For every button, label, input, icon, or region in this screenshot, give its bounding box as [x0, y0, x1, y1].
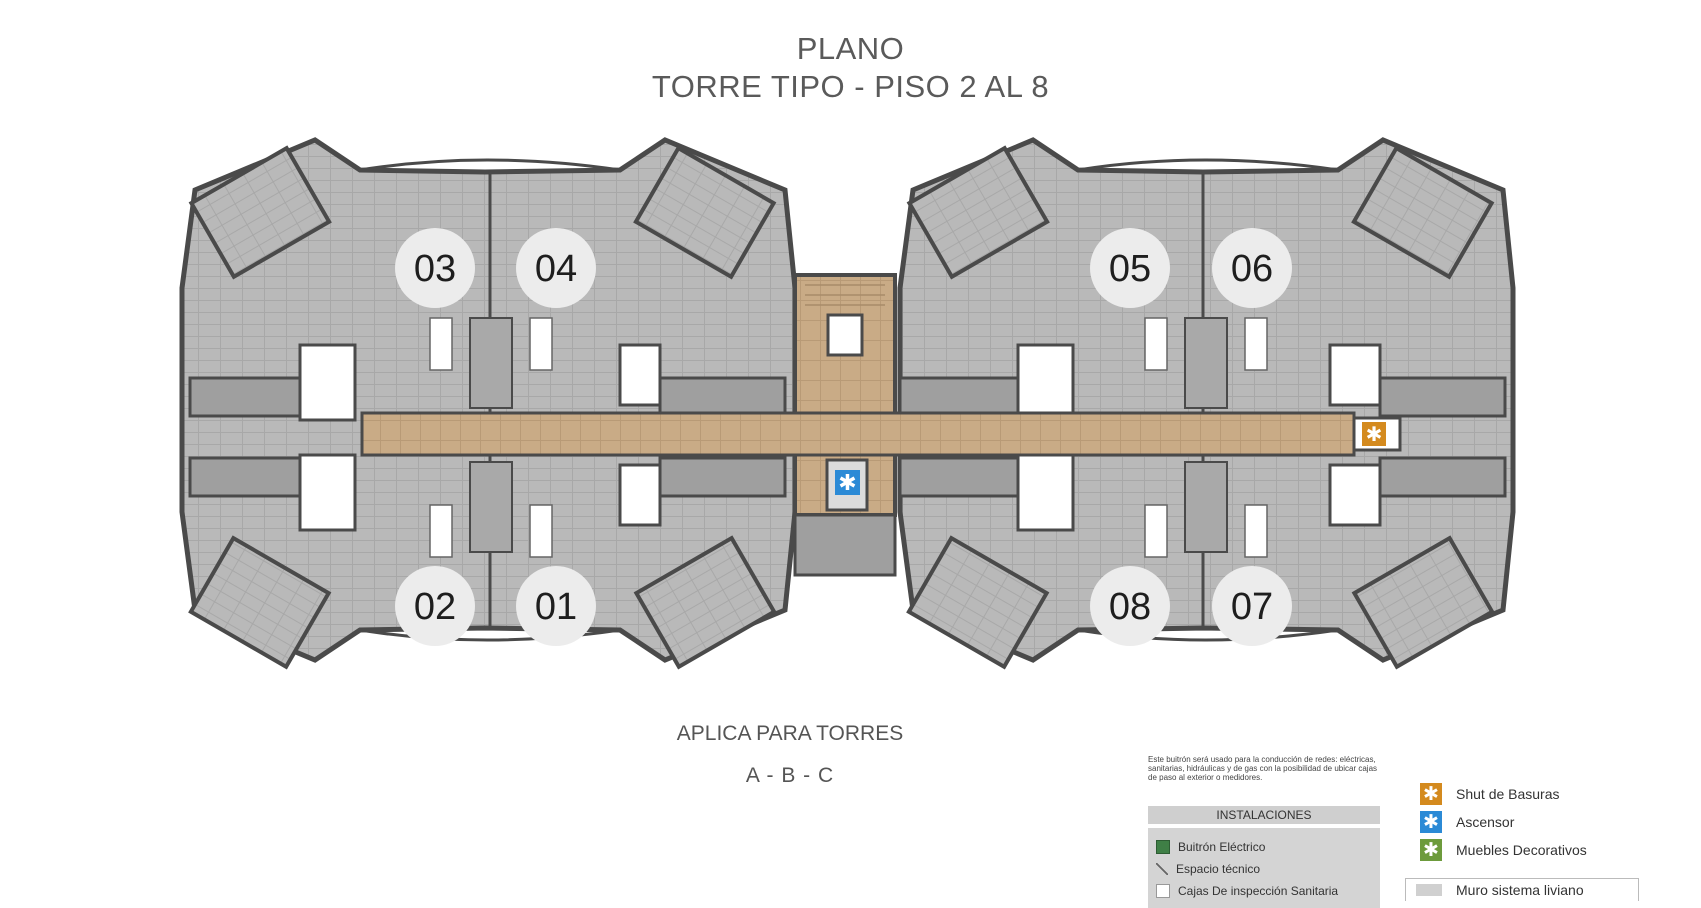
- instalaciones-header: INSTALACIONES: [1148, 806, 1380, 824]
- legend-item: ✱ Ascensor: [1420, 808, 1650, 836]
- applica-torres: A - B - C: [745, 764, 835, 787]
- muebles-icon: ✱: [1420, 839, 1442, 861]
- shut-basuras-icon: ✱: [1420, 783, 1442, 805]
- unit-number: 05: [1109, 248, 1151, 290]
- unit-label[interactable]: 05: [1090, 228, 1170, 308]
- applica-label: APLICA PARA TORRES: [676, 722, 904, 745]
- ascensor-icon: ✱: [1420, 811, 1442, 833]
- unit-label[interactable]: 06: [1212, 228, 1292, 308]
- main-corridor: [360, 411, 1356, 457]
- instalaciones-panel: INSTALACIONES Buitrón Eléctrico Espacio …: [1148, 806, 1380, 908]
- applica-block: APLICA PARA TORRES A - B - C: [650, 722, 930, 788]
- right-wing: [897, 137, 1516, 670]
- instalaciones-item: Cajas De inspección Sanitaria: [1156, 880, 1380, 902]
- empty-square-icon: [1156, 884, 1170, 898]
- green-square-icon: [1156, 840, 1170, 854]
- left-wing: [179, 137, 798, 670]
- title-line-1: PLANO: [796, 31, 905, 66]
- legend: ✱ Shut de Basuras ✱ Ascensor ✱ Muebles D…: [1420, 780, 1650, 864]
- unit-label[interactable]: 08: [1090, 566, 1170, 646]
- unit-number: 06: [1231, 248, 1273, 290]
- diagonal-line-icon: [1156, 863, 1168, 875]
- unit-labels: 03 04 05 06 02 01 08 07: [395, 228, 1292, 646]
- unit-label[interactable]: 01: [516, 566, 596, 646]
- unit-number: 01: [535, 586, 577, 628]
- unit-number: 03: [414, 248, 456, 290]
- unit-label[interactable]: 03: [395, 228, 475, 308]
- unit-label[interactable]: 02: [395, 566, 475, 646]
- legend-item: ✱ Muebles Decorativos: [1420, 836, 1650, 864]
- unit-number: 08: [1109, 586, 1151, 628]
- muro-label: Muro sistema liviano: [1456, 882, 1584, 898]
- instalaciones-list: Buitrón Eléctrico Espacio técnico Cajas …: [1148, 828, 1380, 908]
- legend-item-label: Muebles Decorativos: [1456, 842, 1587, 858]
- legend-item-label: Ascensor: [1456, 814, 1515, 830]
- unit-number: 02: [414, 586, 456, 628]
- instalaciones-item-label: Buitrón Eléctrico: [1178, 840, 1266, 854]
- unit-number: 04: [535, 248, 577, 290]
- core: ✱: [793, 273, 897, 577]
- title-line-2: TORRE TIPO - PISO 2 AL 8: [651, 69, 1050, 104]
- stairwell: [826, 313, 864, 357]
- svg-text:✱: ✱: [838, 471, 856, 496]
- legend-item-label: Shut de Basuras: [1456, 786, 1560, 802]
- svg-text:✱: ✱: [1366, 422, 1383, 446]
- unit-number: 07: [1231, 586, 1273, 628]
- instalaciones-item-label: Espacio técnico: [1176, 862, 1261, 876]
- muro-legend: Muro sistema liviano: [1405, 878, 1639, 901]
- buitron-note: Este buitrón será usado para la conducci…: [1148, 755, 1378, 782]
- unit-label[interactable]: 04: [516, 228, 596, 308]
- instalaciones-item: Buitrón Eléctrico: [1156, 836, 1380, 858]
- muro-swatch: [1416, 884, 1442, 896]
- page-title: PLANO TORRE TIPO - PISO 2 AL 8: [0, 30, 1701, 106]
- unit-label[interactable]: 07: [1212, 566, 1292, 646]
- instalaciones-item-label: Cajas De inspección Sanitaria: [1178, 884, 1339, 898]
- legend-item: ✱ Shut de Basuras: [1420, 780, 1650, 808]
- instalaciones-item: Espacio técnico: [1156, 858, 1380, 880]
